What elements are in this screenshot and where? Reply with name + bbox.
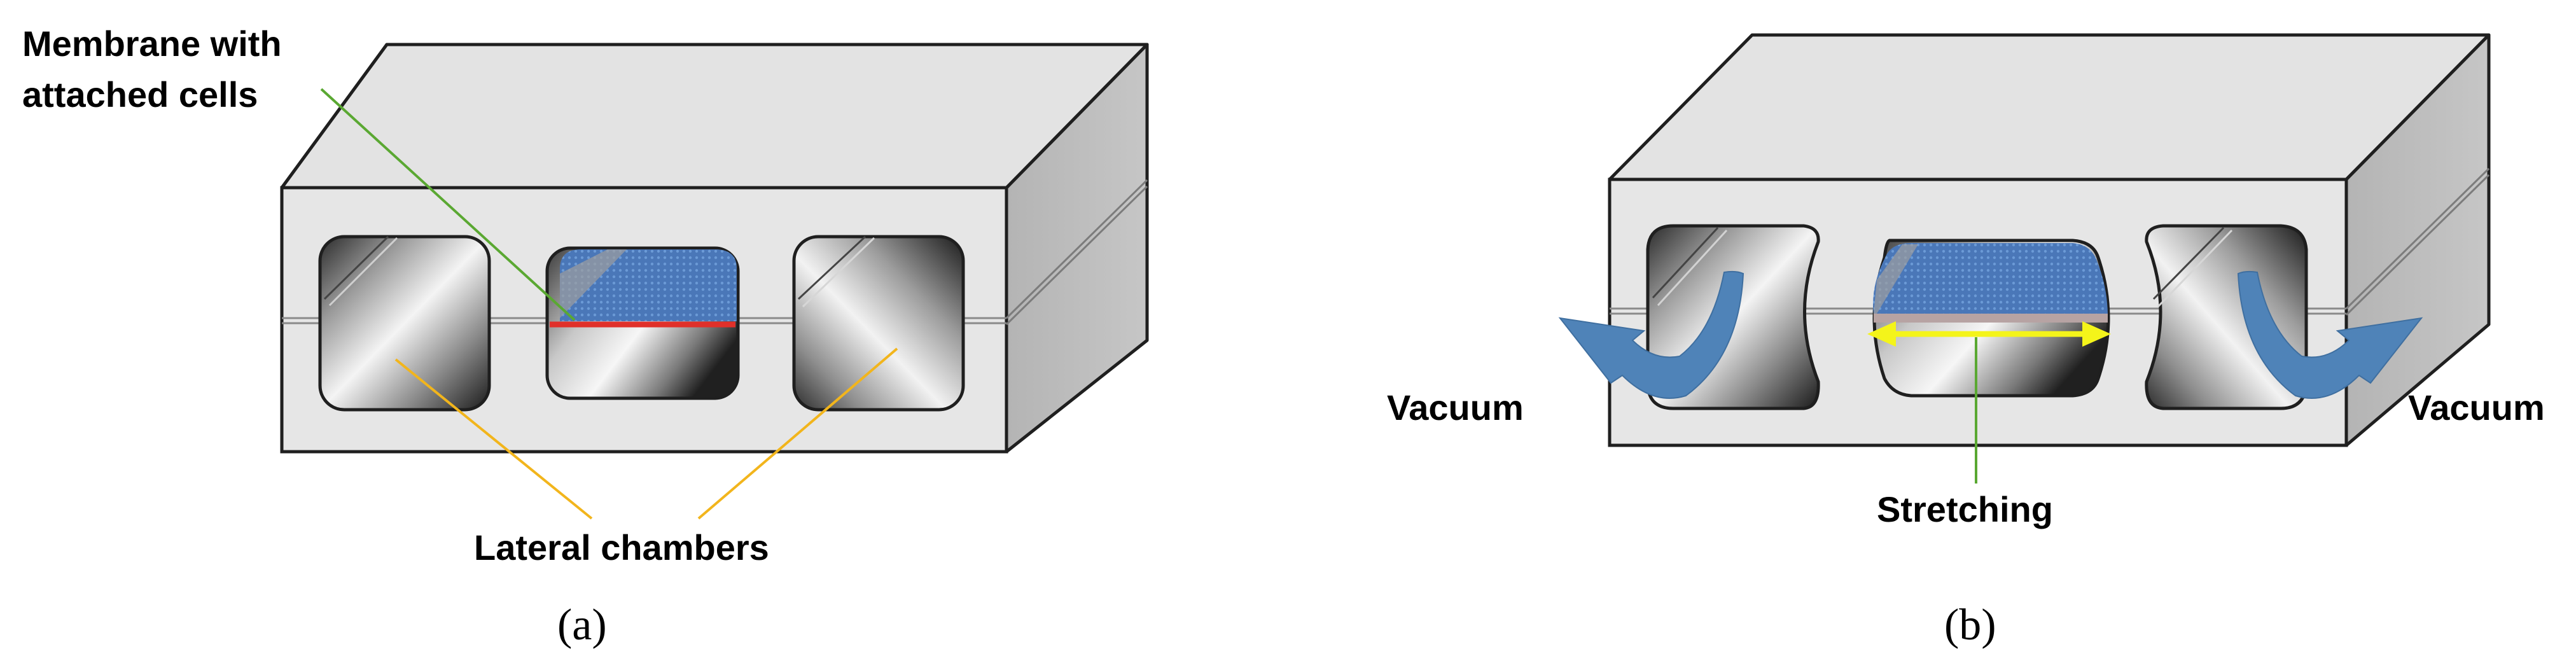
chamber-a-left <box>318 235 491 412</box>
vacuum-arrow-left-icon <box>1558 270 1744 399</box>
pointer-lateral-right <box>697 347 898 520</box>
panel-a: Membrane with attached cells Lateral cha… <box>22 24 1149 650</box>
label-membrane-line1: Membrane with <box>22 24 282 64</box>
pointer-lateral-left <box>394 358 593 520</box>
cells-b-gloss <box>1874 244 1918 314</box>
block-a-top-face <box>280 43 1149 190</box>
stretch-arrow-head-right <box>2082 321 2111 347</box>
block-b-side-seam-1 <box>2345 167 2490 310</box>
stretch-arrow-head-left <box>1867 321 1896 347</box>
chamber-a-left-edge <box>323 235 389 300</box>
label-membrane-line2: attached cells <box>22 74 258 115</box>
cells-a-gloss <box>560 249 627 321</box>
block-b-top <box>1608 33 2491 181</box>
label-vacuum-left: Vacuum <box>1387 387 1524 428</box>
pointer-membrane-a <box>320 88 576 321</box>
label-vacuum-right: Vacuum <box>2408 387 2545 428</box>
chamber-b-right-edge <box>2152 226 2225 300</box>
chamber-b-left-edge-2 <box>1657 229 1728 307</box>
block-a-side-seam-2 <box>1005 185 1148 326</box>
block-b-side-seam-2 <box>2345 174 2490 316</box>
chamber-b-right-edge-2 <box>2157 229 2233 308</box>
block-a-side-seam-1 <box>1005 179 1148 319</box>
membrane-b <box>1874 314 2108 323</box>
chamber-b-left-edge <box>1652 226 1719 299</box>
chamber-a-left-edge-2 <box>328 237 398 307</box>
chamber-a-right-edge-2 <box>802 237 875 308</box>
chamber-a-right <box>792 235 965 412</box>
label-stretching: Stretching <box>1877 489 2053 529</box>
label-lateral-chambers: Lateral chambers <box>474 527 769 567</box>
caption-b: (b) <box>1944 601 1996 650</box>
panel-b: Vacuum Vacuum Stretching (b) <box>1387 33 2545 650</box>
cells-b <box>1873 243 2108 314</box>
caption-a: (a) <box>557 601 607 650</box>
vacuum-arrow-right-icon <box>2237 270 2423 399</box>
chamber-a-right-edge <box>797 235 867 300</box>
